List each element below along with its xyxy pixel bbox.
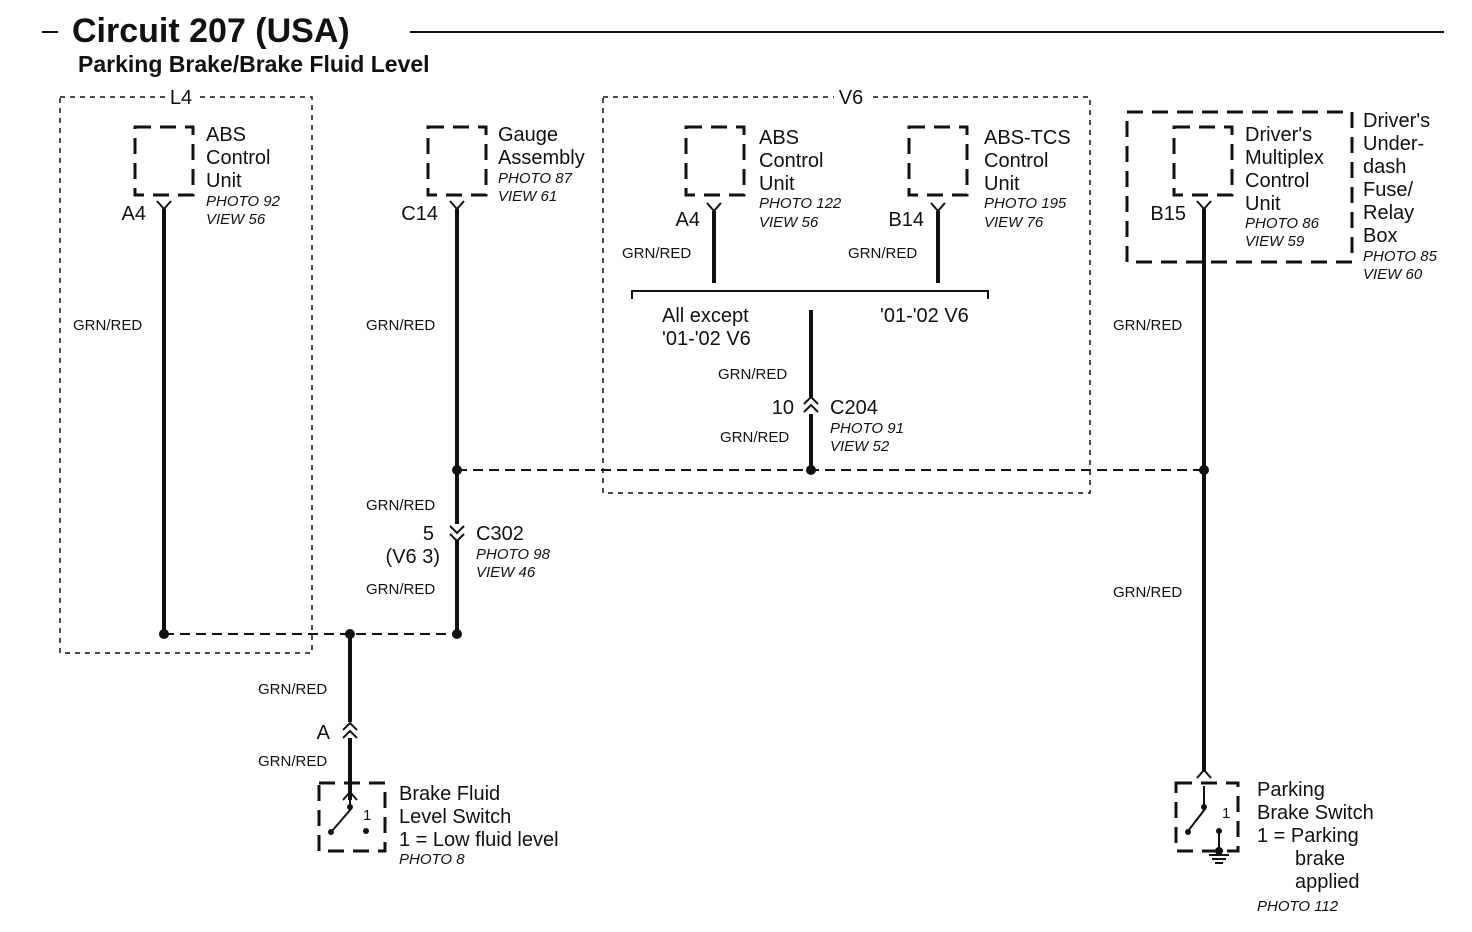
svg-text:Unit: Unit bbox=[1245, 193, 1281, 215]
svg-text:1 = Low fluid level: 1 = Low fluid level bbox=[399, 829, 559, 851]
branch-label-all-except-2: '01-'02 V6 bbox=[662, 328, 751, 350]
svg-text:VIEW 61: VIEW 61 bbox=[498, 188, 557, 205]
svg-text:Brake Switch: Brake Switch bbox=[1257, 802, 1374, 824]
svg-text:Fuse/: Fuse/ bbox=[1363, 179, 1413, 201]
svg-text:Control: Control bbox=[759, 150, 823, 172]
svg-text:PHOTO 122: PHOTO 122 bbox=[759, 195, 842, 212]
svg-text:PHOTO 195: PHOTO 195 bbox=[984, 195, 1067, 212]
wire-color-label: GRN/RED bbox=[73, 317, 142, 334]
svg-text:Multiplex: Multiplex bbox=[1245, 147, 1324, 169]
gauge-assembly: Gauge Assembly PHOTO 87 VIEW 61 C14 bbox=[401, 124, 584, 225]
svg-text:Driver's: Driver's bbox=[1363, 110, 1430, 132]
wire-color-label: GRN/RED bbox=[258, 753, 327, 770]
svg-text:C204: C204 bbox=[830, 397, 878, 419]
svg-text:ABS: ABS bbox=[206, 124, 246, 146]
svg-text:Parking: Parking bbox=[1257, 779, 1325, 801]
splice-point-c302 bbox=[452, 629, 462, 639]
svg-text:Box: Box bbox=[1363, 225, 1397, 247]
pin-b14: B14 bbox=[888, 209, 924, 231]
svg-text:Unit: Unit bbox=[984, 173, 1020, 195]
abs-control-unit-v6: ABS Control Unit PHOTO 122 VIEW 56 A4 bbox=[676, 125, 842, 231]
svg-text:VIEW 56: VIEW 56 bbox=[206, 211, 266, 228]
wire-color-label: GRN/RED bbox=[366, 317, 435, 334]
pin-a4-v6: A4 bbox=[676, 209, 700, 231]
svg-text:PHOTO 87: PHOTO 87 bbox=[498, 170, 573, 187]
parking-brake-switch: 1 Parking Brake Switch 1 = Parking brake… bbox=[1174, 768, 1374, 915]
splice-point-a bbox=[345, 629, 355, 639]
page-subtitle: Parking Brake/Brake Fluid Level bbox=[78, 51, 430, 77]
svg-text:Level Switch: Level Switch bbox=[399, 806, 511, 828]
svg-text:Relay: Relay bbox=[1363, 202, 1414, 224]
svg-text:Brake Fluid: Brake Fluid bbox=[399, 783, 500, 805]
svg-text:Driver's: Driver's bbox=[1245, 124, 1312, 146]
svg-text:1: 1 bbox=[1222, 805, 1230, 822]
splice-point-v6 bbox=[806, 465, 816, 475]
pin-b15: B15 bbox=[1150, 203, 1186, 225]
svg-text:VIEW 46: VIEW 46 bbox=[476, 564, 536, 581]
abs-control-unit-l4: ABS Control Unit PHOTO 92 VIEW 56 A4 bbox=[122, 124, 281, 228]
wire-color-label: GRN/RED bbox=[718, 366, 787, 383]
svg-text:Control: Control bbox=[984, 150, 1048, 172]
connector-c204: 10 C204 PHOTO 91 VIEW 52 bbox=[772, 395, 904, 455]
wire-color-label: GRN/RED bbox=[258, 681, 327, 698]
brake-fluid-level-switch: 1 Brake Fluid Level Switch 1 = Low fluid… bbox=[317, 781, 559, 868]
svg-text:PHOTO 85: PHOTO 85 bbox=[1363, 248, 1438, 265]
svg-text:PHOTO 91: PHOTO 91 bbox=[830, 420, 904, 437]
svg-text:Under-: Under- bbox=[1363, 133, 1424, 155]
svg-text:applied: applied bbox=[1295, 871, 1360, 893]
svg-text:VIEW 60: VIEW 60 bbox=[1363, 266, 1423, 283]
svg-text:PHOTO 92: PHOTO 92 bbox=[206, 193, 281, 210]
svg-text:brake: brake bbox=[1295, 848, 1345, 870]
svg-text:VIEW 59: VIEW 59 bbox=[1245, 233, 1305, 250]
svg-text:Unit: Unit bbox=[206, 170, 242, 192]
svg-text:PHOTO 112: PHOTO 112 bbox=[1257, 898, 1339, 915]
svg-text:VIEW 56: VIEW 56 bbox=[759, 214, 819, 231]
connector-a: A bbox=[317, 721, 358, 744]
svg-text:PHOTO 86: PHOTO 86 bbox=[1245, 215, 1320, 232]
l4-region bbox=[59, 96, 313, 654]
abs-tcs-control-unit: ABS-TCS Control Unit PHOTO 195 VIEW 76 B… bbox=[888, 125, 1071, 231]
svg-text:10: 10 bbox=[772, 397, 794, 419]
svg-text:A: A bbox=[317, 722, 331, 744]
svg-text:dash: dash bbox=[1363, 156, 1406, 178]
svg-text:Control: Control bbox=[1245, 170, 1309, 192]
svg-text:1: 1 bbox=[363, 807, 371, 824]
svg-text:VIEW 52: VIEW 52 bbox=[830, 438, 890, 455]
splice-point-gauge bbox=[452, 465, 462, 475]
svg-text:Assembly: Assembly bbox=[498, 147, 585, 169]
svg-text:1 = Parking: 1 = Parking bbox=[1257, 825, 1359, 847]
l4-label: L4 bbox=[170, 87, 192, 109]
wire-color-label: GRN/RED bbox=[1113, 584, 1182, 601]
wire-color-label: GRN/RED bbox=[720, 429, 789, 446]
svg-text:PHOTO 98: PHOTO 98 bbox=[476, 546, 551, 563]
svg-text:PHOTO 8: PHOTO 8 bbox=[399, 851, 465, 868]
under-dash-fuse-relay-box: Driver's Under- dash Fuse/ Relay Box PHO… bbox=[1125, 110, 1438, 283]
branch-label-all-except-1: All except bbox=[662, 305, 749, 327]
svg-text:5: 5 bbox=[423, 523, 434, 545]
svg-text:ABS: ABS bbox=[759, 127, 799, 149]
splice-point-abs-l4 bbox=[159, 629, 169, 639]
wire-color-label: GRN/RED bbox=[366, 581, 435, 598]
svg-text:Control: Control bbox=[206, 147, 270, 169]
svg-text:Gauge: Gauge bbox=[498, 124, 558, 146]
svg-text:(V6 3): (V6 3) bbox=[386, 546, 440, 568]
svg-text:C302: C302 bbox=[476, 523, 524, 545]
branch-bracket bbox=[631, 290, 989, 299]
svg-text:VIEW 76: VIEW 76 bbox=[984, 214, 1044, 231]
branch-label-01-02-v6: '01-'02 V6 bbox=[880, 305, 969, 327]
pin-c14: C14 bbox=[401, 203, 438, 225]
page-title: Circuit 207 (USA) bbox=[72, 12, 350, 50]
wire-color-label: GRN/RED bbox=[848, 245, 917, 262]
wire-color-label: GRN/RED bbox=[622, 245, 691, 262]
splice-point-multiplex bbox=[1199, 465, 1209, 475]
svg-text:ABS-TCS: ABS-TCS bbox=[984, 127, 1071, 149]
svg-text:Unit: Unit bbox=[759, 173, 795, 195]
wire-color-label: GRN/RED bbox=[366, 497, 435, 514]
v6-label: V6 bbox=[839, 87, 863, 109]
drivers-multiplex-control-unit: Driver's Multiplex Control Unit PHOTO 86… bbox=[1150, 124, 1324, 250]
connector-c302: 5 (V6 3) C302 PHOTO 98 VIEW 46 bbox=[386, 523, 551, 581]
pin-a4-l4: A4 bbox=[122, 203, 146, 225]
wire-color-label: GRN/RED bbox=[1113, 317, 1182, 334]
